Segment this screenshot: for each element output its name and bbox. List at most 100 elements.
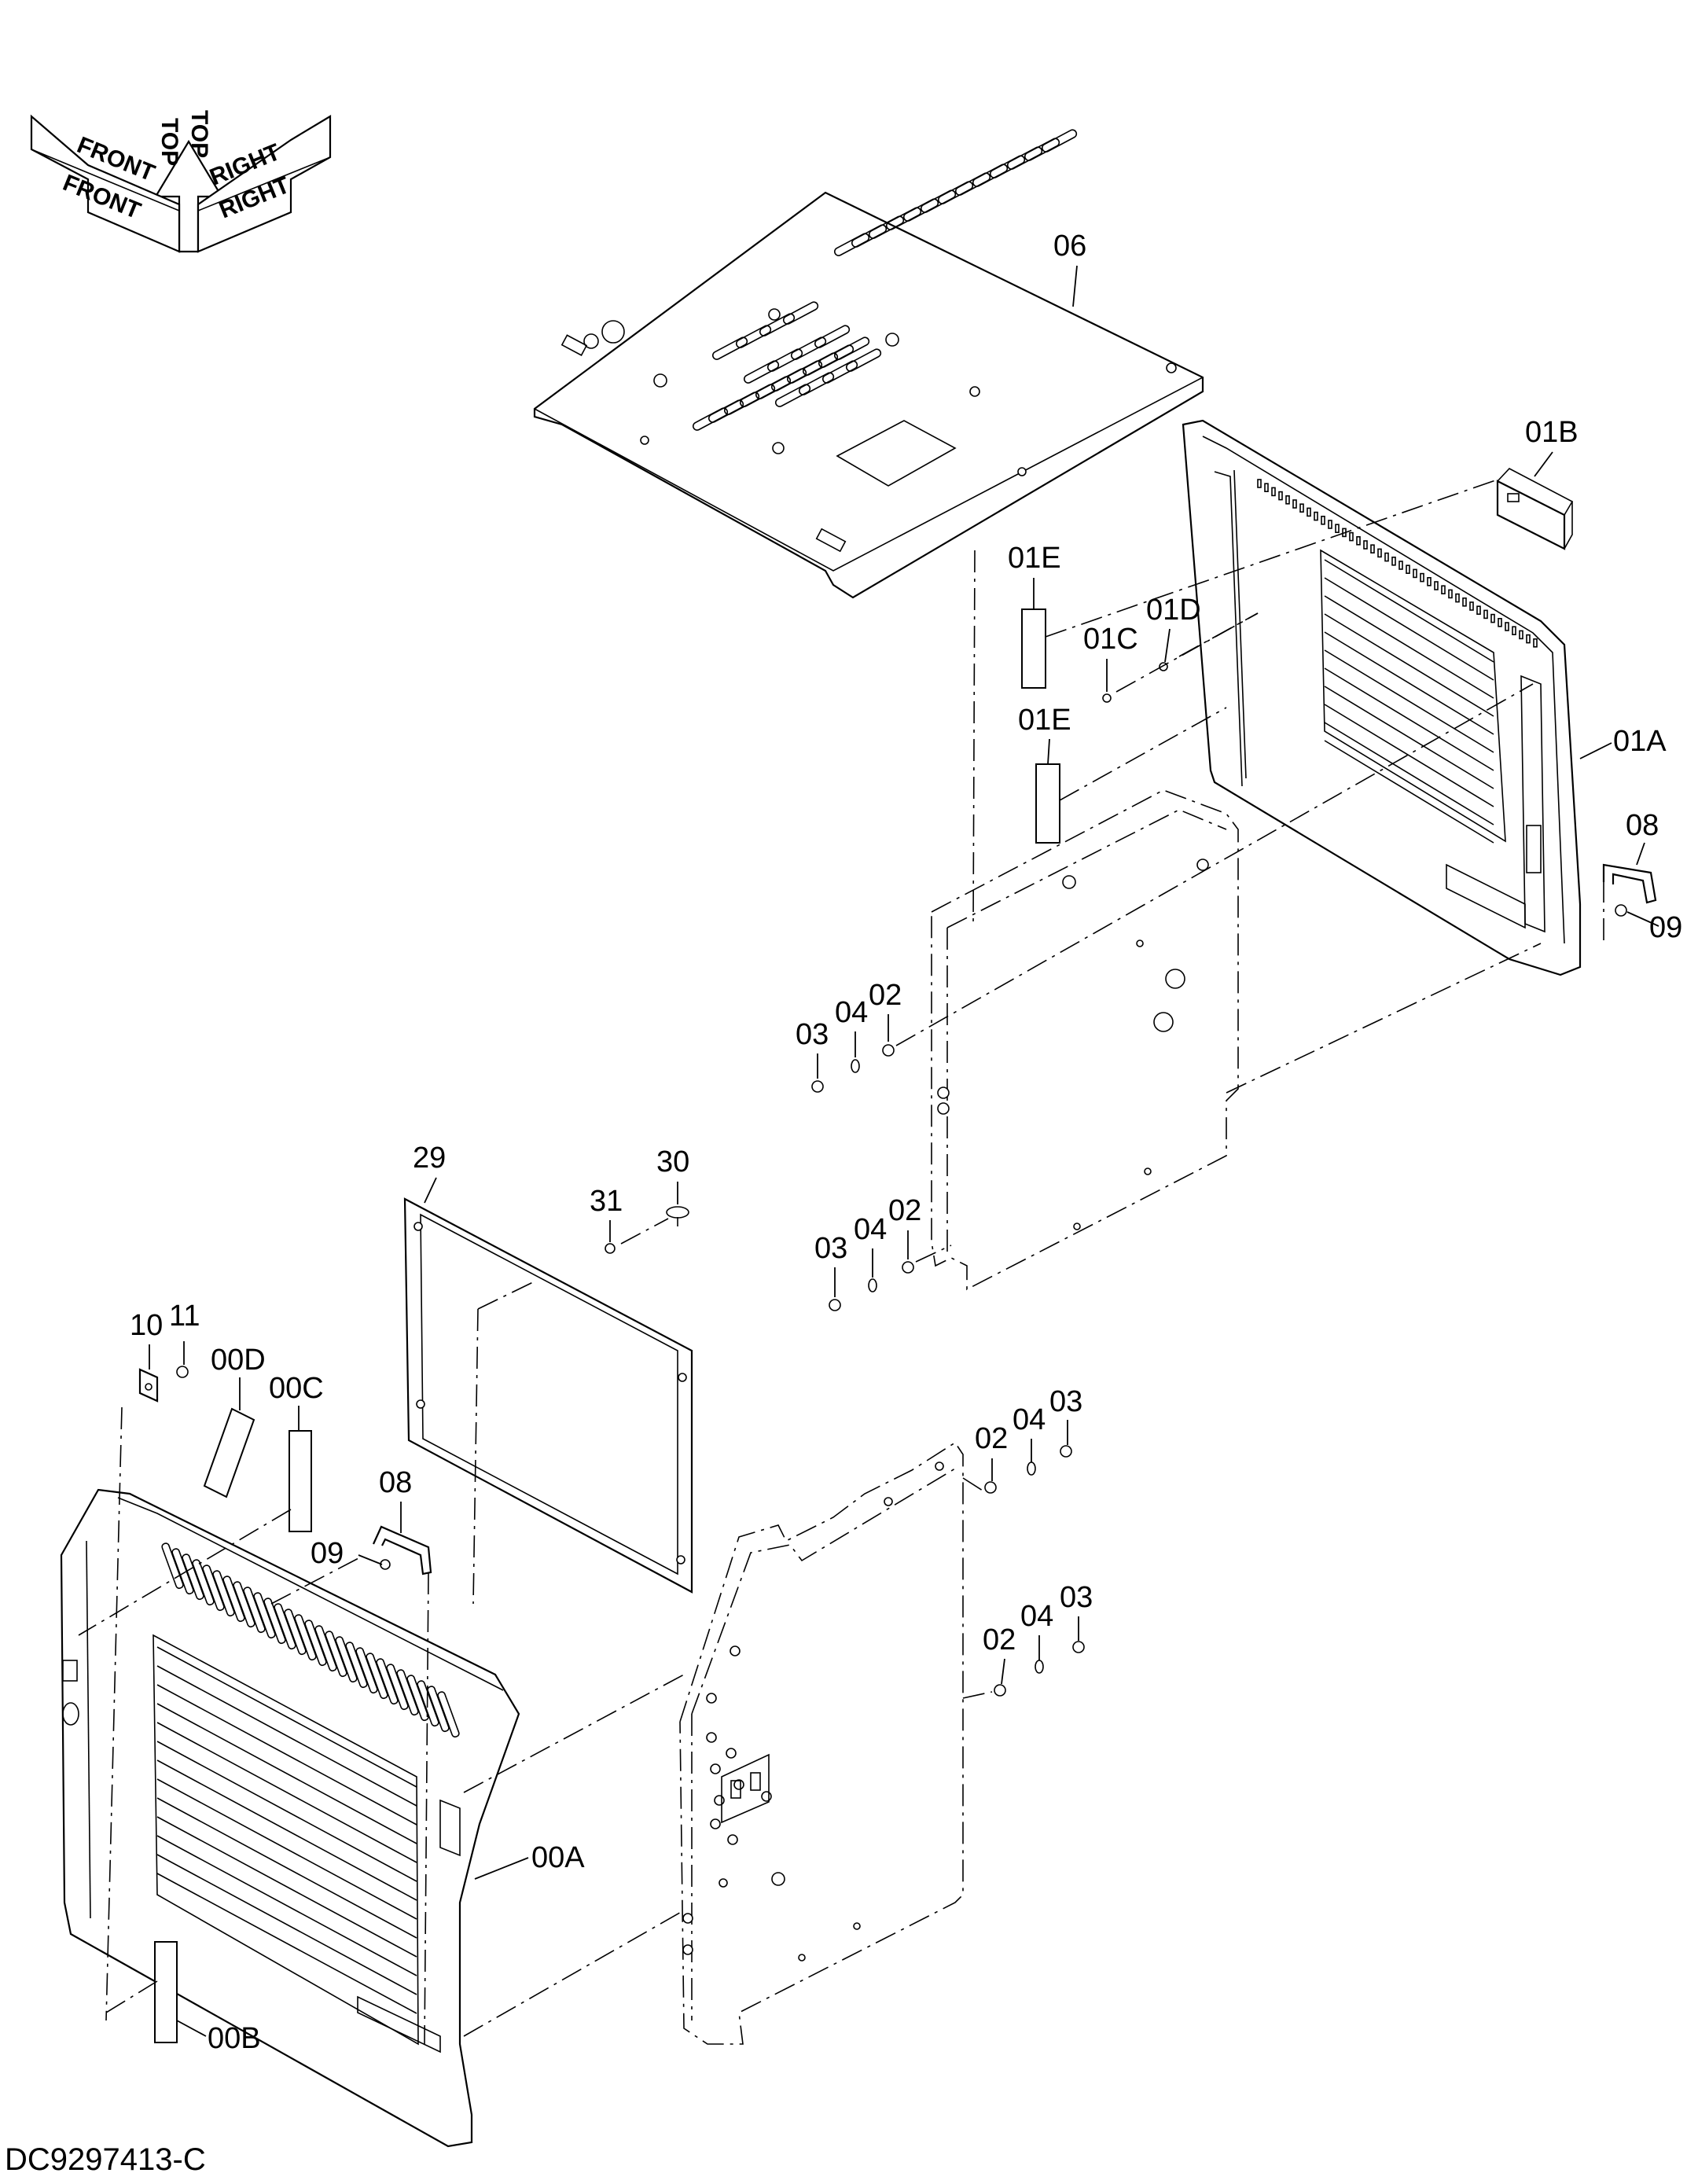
screw-part-09-right [1615, 904, 1627, 917]
callout-01E-lower: 01E [1018, 704, 1071, 737]
label-sheet-00D [203, 1407, 255, 1498]
vent-tooth [314, 1625, 337, 1672]
vent-tooth [396, 1669, 419, 1716]
front-door-part-00A [60, 1488, 520, 2148]
vent-tooth [1526, 634, 1531, 644]
louver-blade [156, 1816, 417, 1958]
vent-tooth [1498, 617, 1502, 627]
fastener-set-upper-left [984, 1445, 1072, 1494]
vent-tooth [1278, 491, 1283, 501]
vent-tooth [1406, 564, 1410, 575]
vent-tooth [1356, 535, 1361, 546]
plate-slot [766, 348, 803, 372]
callout-31: 31 [590, 1185, 623, 1218]
orientation-indicator: FRONT FRONT TOP TOP RIGHT RIGHT [30, 110, 332, 253]
plate-slot [833, 336, 870, 360]
plate-slot [711, 336, 748, 360]
callout-00B: 00B [208, 2022, 261, 2055]
vent-tooth [1448, 589, 1453, 599]
top-plate-slots [692, 129, 1078, 431]
vent-tooth [1490, 613, 1495, 623]
plate-slot [782, 301, 819, 325]
orientation-label-top: TOP [186, 110, 212, 158]
document-id: DC9297413-C [5, 2142, 206, 2177]
vent-tooth [335, 1636, 358, 1683]
label-sheet-01E-upper [1021, 609, 1046, 689]
front-door-grille-frame [153, 1634, 419, 2046]
louver-blade [156, 1665, 417, 1807]
callout-02-lower-right: 02 [888, 1194, 921, 1227]
vent-tooth [355, 1647, 378, 1694]
callout-10: 10 [130, 1309, 163, 1342]
front-door-outline [60, 1488, 520, 2148]
callout-01C: 01C [1083, 623, 1138, 656]
vent-tooth [1398, 561, 1403, 570]
plate-slot [790, 336, 827, 360]
vent-tooth [1434, 581, 1439, 590]
filter-frame-part-29 [403, 1197, 693, 1594]
vent-tooth [437, 1691, 460, 1738]
callout-01E-upper: 01E [1008, 542, 1061, 575]
vent-tooth [1391, 556, 1396, 566]
vent-tooth [1307, 507, 1311, 517]
plate-slot [972, 164, 1009, 187]
callout-00C: 00C [269, 1372, 324, 1405]
callout-08-right: 08 [1626, 809, 1659, 842]
louver-blade [1324, 613, 1494, 717]
clip-part-10 [138, 1368, 159, 1403]
vent-tooth [1257, 479, 1262, 488]
callout-00D: 00D [211, 1344, 266, 1377]
label-sheet-00C [289, 1430, 312, 1532]
vent-tooth [1335, 524, 1340, 534]
louver-blade [1324, 722, 1494, 825]
plate-slot [902, 198, 939, 222]
callout-03-lower-right: 03 [814, 1232, 847, 1265]
top-plate-square-opening [836, 420, 957, 487]
vent-tooth [1292, 499, 1297, 509]
vent-tooth [1384, 552, 1389, 562]
louver-blade [156, 1778, 417, 1920]
callout-02-lower-left: 02 [983, 1623, 1016, 1656]
vent-tooth [376, 1658, 399, 1705]
louver-blade [156, 1684, 417, 1826]
vent-tooth [1377, 548, 1382, 558]
right-side-frame-panel [931, 789, 1239, 1291]
callout-03-lower-left: 03 [1060, 1581, 1093, 1614]
louver-blade [156, 1835, 417, 1976]
vent-tooth [427, 1686, 450, 1733]
plate-slot [885, 207, 922, 230]
louver-blade [1324, 704, 1494, 807]
plate-slot [851, 224, 888, 248]
right-door-outline [1182, 419, 1582, 976]
vent-tooth [1299, 503, 1304, 513]
callout-02-upper-right: 02 [869, 979, 902, 1012]
wing-screw-part-30 [666, 1206, 689, 1226]
callout-06: 06 [1053, 230, 1086, 263]
louver-blade [156, 1759, 417, 1901]
plate-slot [735, 325, 772, 348]
callout-03-upper-right: 03 [796, 1018, 829, 1051]
vent-tooth [417, 1680, 439, 1727]
handle-part-01B [1496, 468, 1574, 550]
plate-slot [798, 372, 835, 395]
callout-03-upper-left: 03 [1049, 1385, 1082, 1418]
rivet-01C [1102, 693, 1112, 703]
vent-tooth [1285, 495, 1290, 505]
label-sheet-00B [154, 1941, 178, 2043]
vent-tooth [1420, 572, 1424, 583]
vent-tooth [253, 1592, 276, 1639]
plate-slot [954, 172, 991, 196]
callout-09-right: 09 [1649, 911, 1682, 944]
right-door-grille-frame [1320, 549, 1506, 843]
label-sheet-01E-lower [1035, 763, 1060, 844]
vent-tooth [212, 1570, 235, 1617]
vent-tooth [222, 1575, 245, 1623]
vent-tooth [304, 1620, 327, 1667]
louver-blade [1324, 686, 1494, 789]
vent-tooth [1441, 585, 1446, 595]
fastener-set-upper-right [811, 1044, 895, 1093]
plate-slot [759, 313, 796, 336]
plate-slot [743, 360, 780, 384]
